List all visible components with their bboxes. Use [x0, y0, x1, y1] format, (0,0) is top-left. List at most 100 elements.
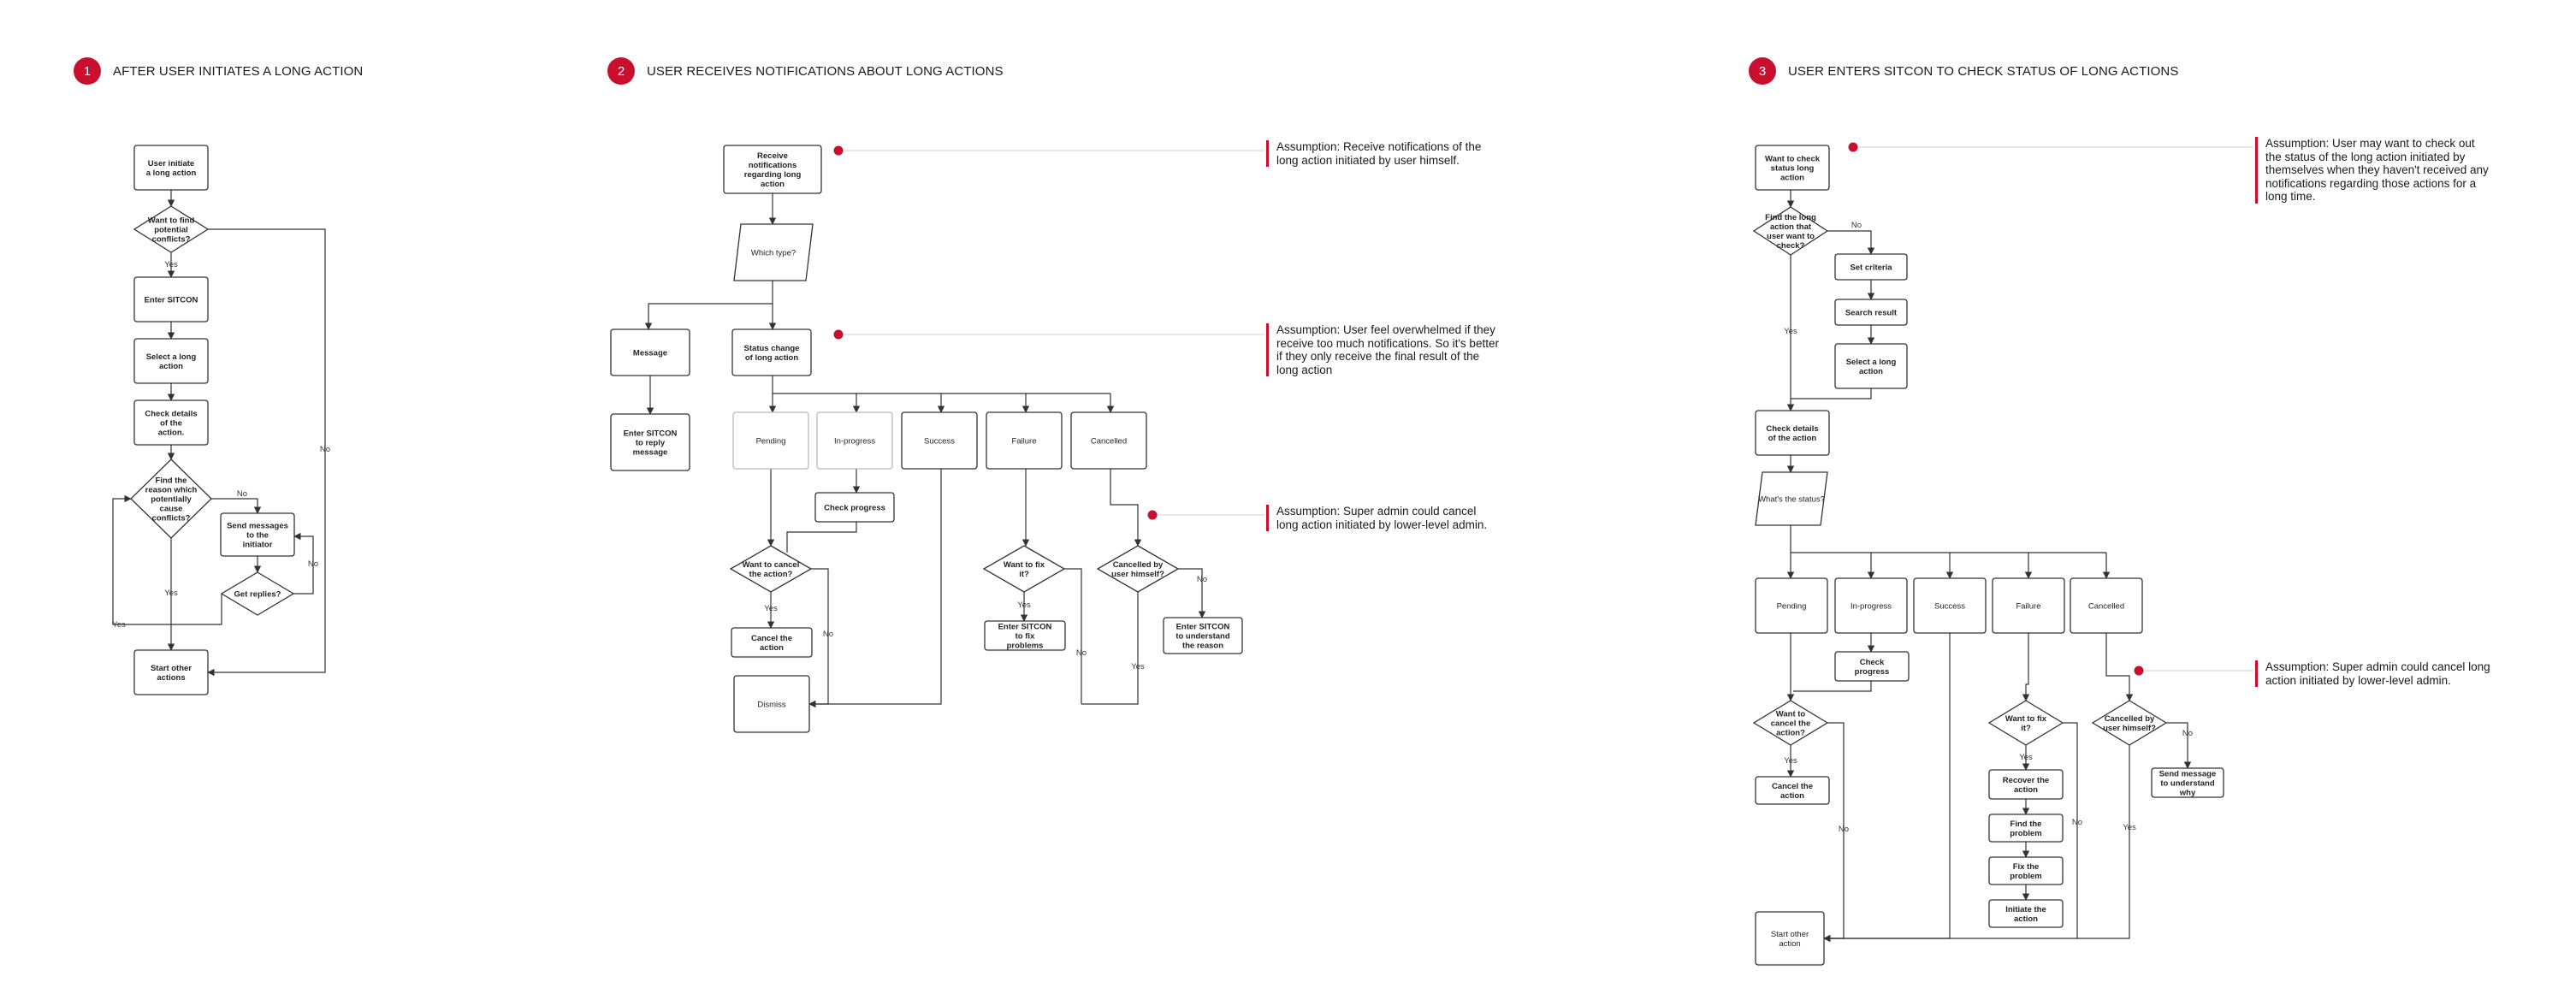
check-details-node [1755, 410, 1830, 456]
connector-line [1793, 681, 1872, 692]
cancel-action-node [731, 627, 813, 658]
edge-label: No [2182, 729, 2193, 738]
section-header-3: 3 USER ENTERS SITCON TO CHECK STATUS OF … [1749, 57, 2178, 85]
connector-line [2063, 722, 2078, 938]
connector-line [2022, 633, 2030, 701]
node-label: Search result [1845, 309, 1898, 318]
cancel-action-node [1755, 776, 1830, 805]
want-check-status-node [1755, 145, 1830, 191]
in-progress-node [816, 411, 893, 470]
edge-label: No [2072, 818, 2082, 827]
check-details-node [133, 399, 209, 446]
check-progress-node [814, 492, 895, 523]
want-fix-decision [1987, 700, 2064, 746]
find-long-action-decision [1752, 206, 1829, 256]
assumption-marker [1848, 142, 1858, 152]
edge-label: Yes [164, 589, 178, 598]
assumption-marker [2134, 666, 2144, 676]
search-result-node [1834, 299, 1908, 326]
connector-line [1791, 388, 1872, 399]
connector-line [772, 376, 1110, 394]
check-progress-node [1834, 651, 1910, 682]
success-node [1913, 577, 1987, 634]
send-message-why-node [2151, 767, 2224, 798]
assumption-note: Assumption: Super admin could cancel lon… [2255, 660, 2491, 687]
connector-line [1824, 745, 2130, 939]
cancelled-by-user-decision [2091, 700, 2168, 746]
io-label: What's the status? [1758, 495, 1825, 505]
assumption-note: Assumption: User feel overwhelmed if the… [1266, 323, 1499, 376]
edge-label: No [823, 630, 833, 639]
failure-node [1992, 577, 2065, 634]
find-conflicts-decision [133, 205, 210, 253]
connector-line [211, 498, 262, 514]
edge-label: No [1839, 825, 1849, 834]
in-progress-node [1834, 577, 1908, 634]
edge-label: Yes [764, 604, 778, 613]
user-initiate-node [133, 145, 209, 191]
node-label: Pending [1777, 602, 1807, 612]
node-label: In-progress [834, 437, 875, 447]
node-label: Cancelled [2088, 602, 2124, 612]
node-label: Failure [1011, 437, 1036, 447]
edge-label: No [1197, 575, 1207, 584]
assumption-marker [833, 329, 844, 340]
receive-notifications-node [723, 145, 822, 194]
connector-line [786, 522, 857, 553]
edge-label: Yes [164, 260, 178, 269]
section-number-badge: 3 [1749, 57, 1776, 85]
assumption-marker [833, 145, 844, 156]
edge-label: Yes [2019, 753, 2033, 762]
failure-node [986, 411, 1063, 470]
which-type-io [733, 223, 814, 281]
assumption-marker [1147, 510, 1158, 520]
recover-action-node [1988, 769, 2064, 800]
send-messages-node [220, 512, 295, 557]
connector-line [112, 494, 222, 625]
node-label: Failure [2016, 602, 2040, 612]
node-label: Dismiss [757, 701, 785, 710]
assumption-note: Assumption: User may want to check out t… [2255, 137, 2491, 204]
section-number-badge: 1 [74, 57, 101, 85]
edge-label: Yes [112, 620, 126, 630]
success-node [901, 411, 978, 470]
node-label: Enter SITCON [145, 296, 198, 305]
connector-line [1081, 592, 1139, 705]
message-node [610, 328, 690, 376]
pending-node [732, 411, 809, 470]
node-label: Check progress [824, 504, 885, 513]
assumption-note: Assumption: Super admin could cancel lon… [1266, 505, 1499, 531]
cancelled-by-user-decision [1096, 545, 1180, 593]
connector-line [1178, 568, 1206, 618]
io-label: Which type? [751, 249, 796, 258]
edge-label: No [237, 489, 247, 499]
edge-label: No [320, 445, 330, 454]
edge-label: Yes [1784, 327, 1797, 336]
connector-line [1827, 230, 1875, 255]
edge-label: Yes [2123, 823, 2136, 832]
connector-line [2166, 722, 2192, 769]
connector-line [644, 281, 773, 330]
section-title: AFTER USER INITIATES A LONG ACTION [113, 63, 364, 79]
assumption-note: Assumption: Receive notifications of the… [1266, 140, 1490, 167]
want-fix-decision [982, 545, 1066, 593]
enter-sitcon-fix-node [984, 620, 1066, 651]
